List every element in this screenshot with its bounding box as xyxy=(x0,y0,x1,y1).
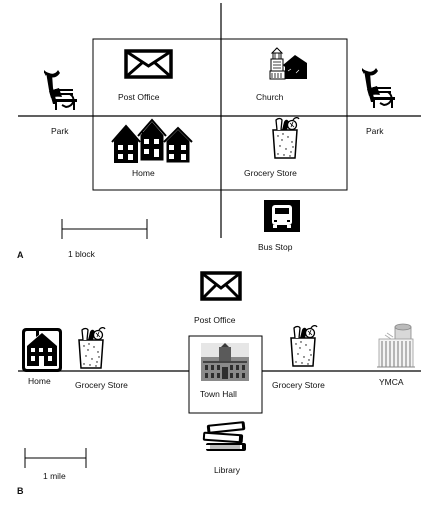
panel-letter-a: A xyxy=(17,250,24,260)
ymca-building-icon xyxy=(377,323,415,368)
grocery-bag-icon xyxy=(78,326,106,369)
scale-label-block: 1 block xyxy=(68,249,95,259)
bus-icon xyxy=(264,200,300,232)
label-town-hall: Town Hall xyxy=(200,389,237,399)
panel-a xyxy=(18,3,421,239)
books-icon xyxy=(202,421,246,451)
label-grocery-store: Grocery Store xyxy=(244,168,297,178)
town-hall-icon xyxy=(201,343,249,381)
label-post-office: Post Office xyxy=(118,92,160,102)
label-park-right: Park xyxy=(366,126,384,136)
label-church: Church xyxy=(256,92,284,102)
label-post-office-b: Post Office xyxy=(194,315,236,325)
label-grocery-store-left: Grocery Store xyxy=(75,380,128,390)
label-library: Library xyxy=(214,465,240,475)
scale-label-mile: 1 mile xyxy=(43,471,66,481)
block-outline xyxy=(92,38,348,191)
label-ymca: YMCA xyxy=(379,377,404,387)
scale-bar-block xyxy=(61,219,148,239)
grocery-bag-icon xyxy=(272,116,300,159)
panel-letter-b: B xyxy=(17,486,24,496)
grocery-bag-icon xyxy=(290,324,318,367)
church-icon xyxy=(269,47,307,80)
label-grocery-store-right: Grocery Store xyxy=(272,380,325,390)
label-park-left: Park xyxy=(51,126,69,136)
label-home: Home xyxy=(132,168,155,178)
envelope-icon xyxy=(124,49,173,79)
house-icon xyxy=(22,328,62,372)
park-bench-icon xyxy=(43,69,78,111)
envelope-icon xyxy=(200,271,242,301)
label-home-b: Home xyxy=(28,376,51,386)
label-bus-stop: Bus Stop xyxy=(258,242,293,252)
park-bench-icon xyxy=(361,67,396,109)
houses-icon xyxy=(111,118,193,164)
scale-bar-mile xyxy=(24,448,87,468)
panel-b xyxy=(18,271,421,468)
